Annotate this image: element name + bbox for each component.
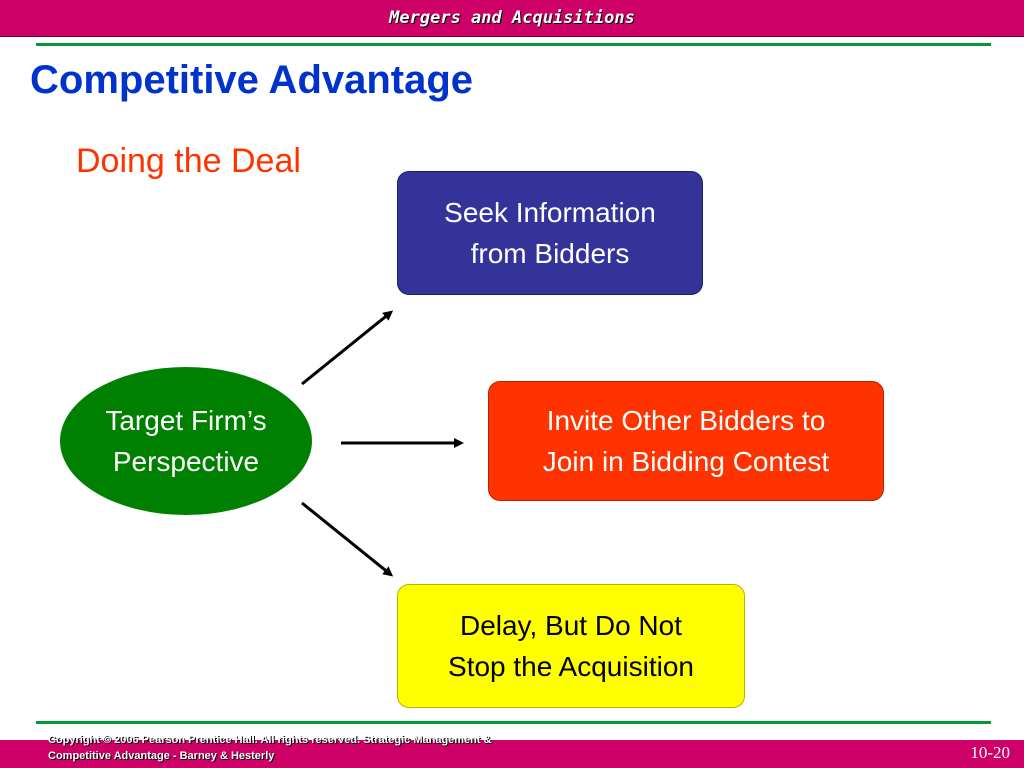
copyright-text: Copyright © 2006 Pearson Prentice Hall. …	[48, 732, 648, 764]
seek-information-box: Seek Information from Bidders	[397, 171, 703, 295]
header-bar	[0, 0, 1024, 37]
target-firm-line2: Perspective	[112, 446, 260, 477]
invite-bidders-box: Invite Other Bidders to Join in Bidding …	[488, 381, 884, 501]
header-title: Mergers and Acquisitions	[389, 8, 635, 28]
page-number: 10-20	[970, 743, 1010, 762]
delay-acquisition-box: Delay, But Do Not Stop the Acquisition	[397, 584, 745, 708]
invite-line2: Join in Bidding Contest	[542, 446, 830, 477]
delay-line2: Stop the Acquisition	[448, 651, 694, 682]
bottom-divider	[36, 721, 991, 724]
target-firm-line1: Target Firm’s	[105, 405, 267, 436]
arrow-down	[301, 501, 394, 577]
slide-subtitle: Doing the Deal	[76, 142, 301, 180]
copyright-line1: Copyright © 2006 Pearson Prentice Hall. …	[48, 734, 492, 746]
footer-bar	[0, 740, 1024, 768]
slide-title: Competitive Advantage	[30, 58, 474, 102]
copyright-line2: Competitive Advantage - Barney & Hesterl…	[48, 750, 275, 762]
target-firm-node: Target Firm’s Perspective	[60, 367, 312, 515]
seek-line2: from Bidders	[470, 238, 630, 269]
invite-line1: Invite Other Bidders to	[546, 405, 826, 436]
seek-line1: Seek Information	[444, 197, 656, 228]
delay-line1: Delay, But Do Not	[459, 610, 682, 641]
top-divider	[36, 43, 991, 46]
arrow-up	[301, 310, 394, 386]
